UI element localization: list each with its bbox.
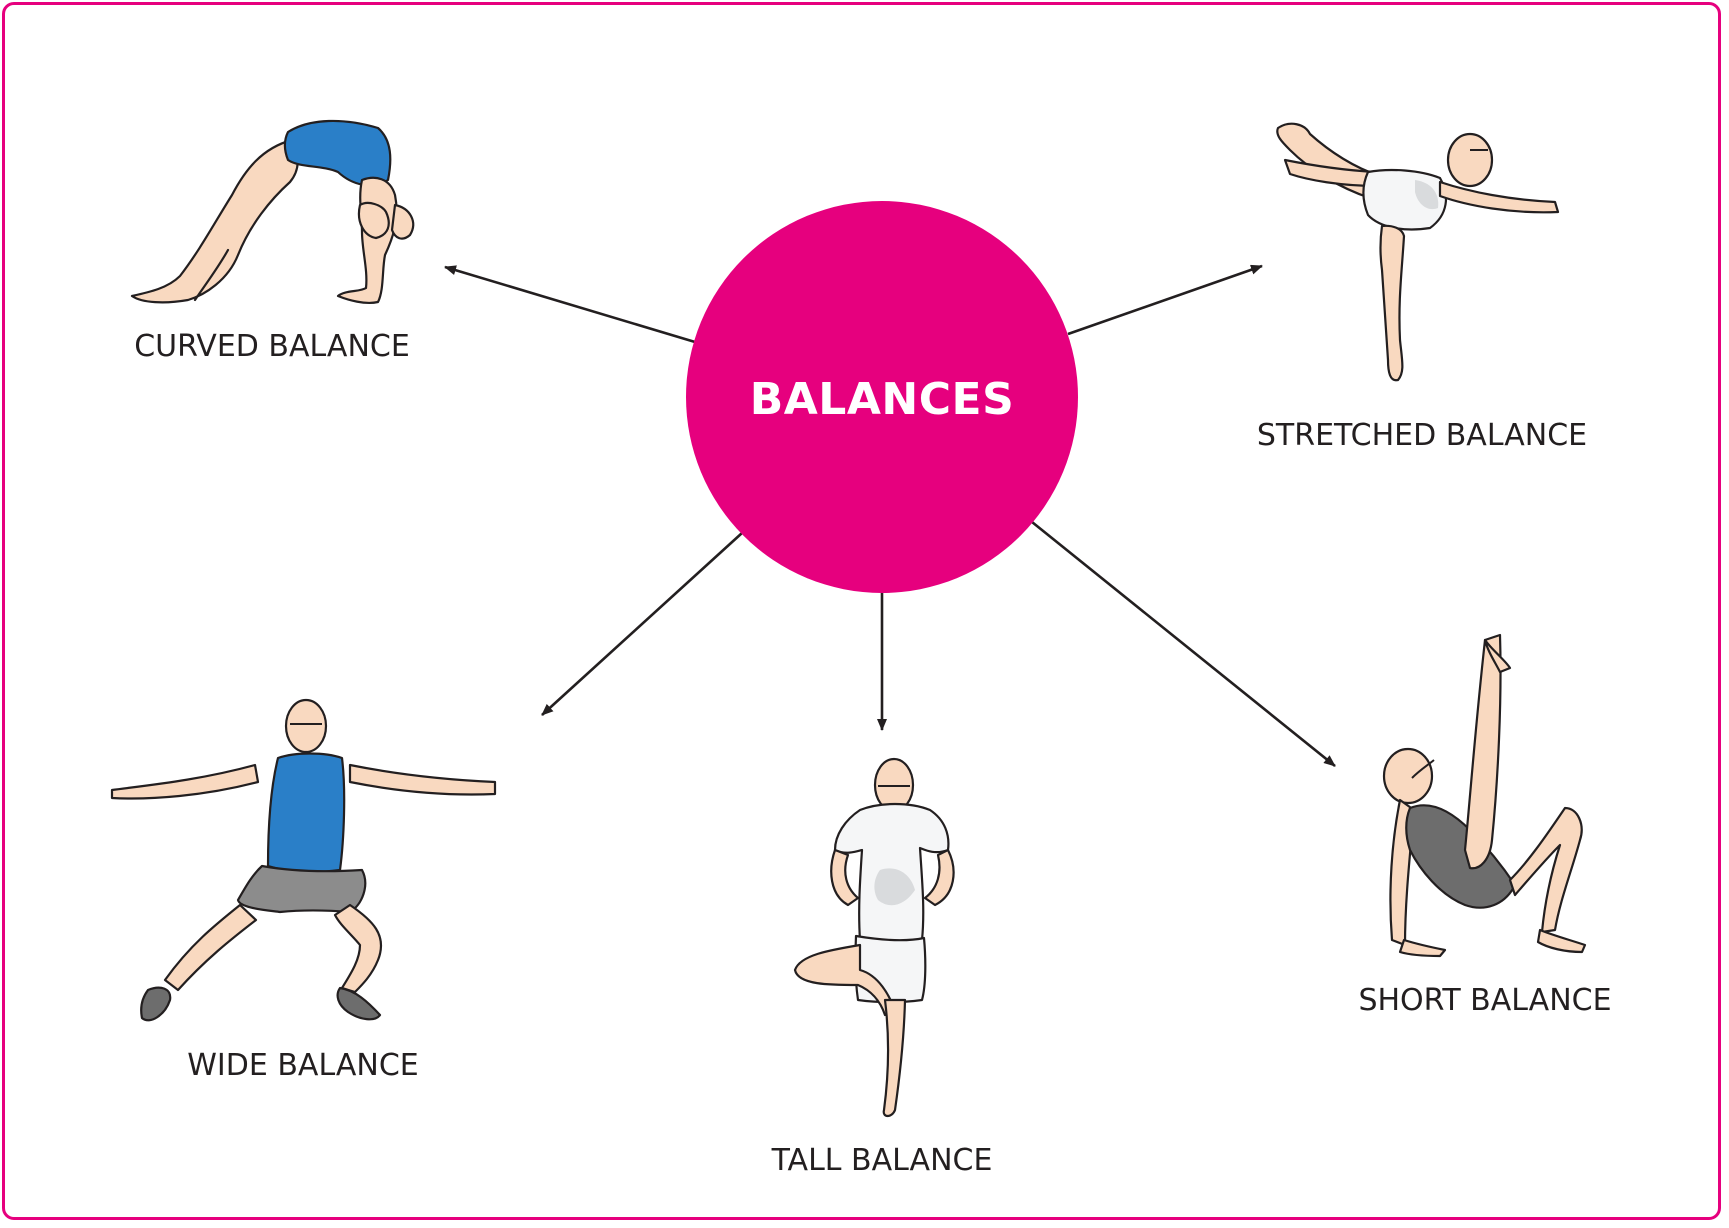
tall-balance-label: TALL BALANCE [771,1143,993,1178]
arrow-to-stretched [1068,266,1262,334]
short-balance-label: SHORT BALANCE [1358,983,1611,1018]
hub-label: BALANCES [750,374,1015,425]
stretched-balance-figure [1277,124,1558,381]
tall-balance-figure [795,759,954,1116]
short-balance-figure [1384,635,1585,956]
arrow-to-curved [445,267,695,342]
curved-balance-label: CURVED BALANCE [134,329,410,364]
wide-balance-label: WIDE BALANCE [187,1048,418,1083]
wide-balance-figure [112,700,495,1020]
arrow-to-wide [542,533,742,715]
curved-balance-figure [132,121,413,303]
stretched-balance-label: STRETCHED BALANCE [1257,418,1587,453]
arrow-to-short [1032,522,1335,766]
